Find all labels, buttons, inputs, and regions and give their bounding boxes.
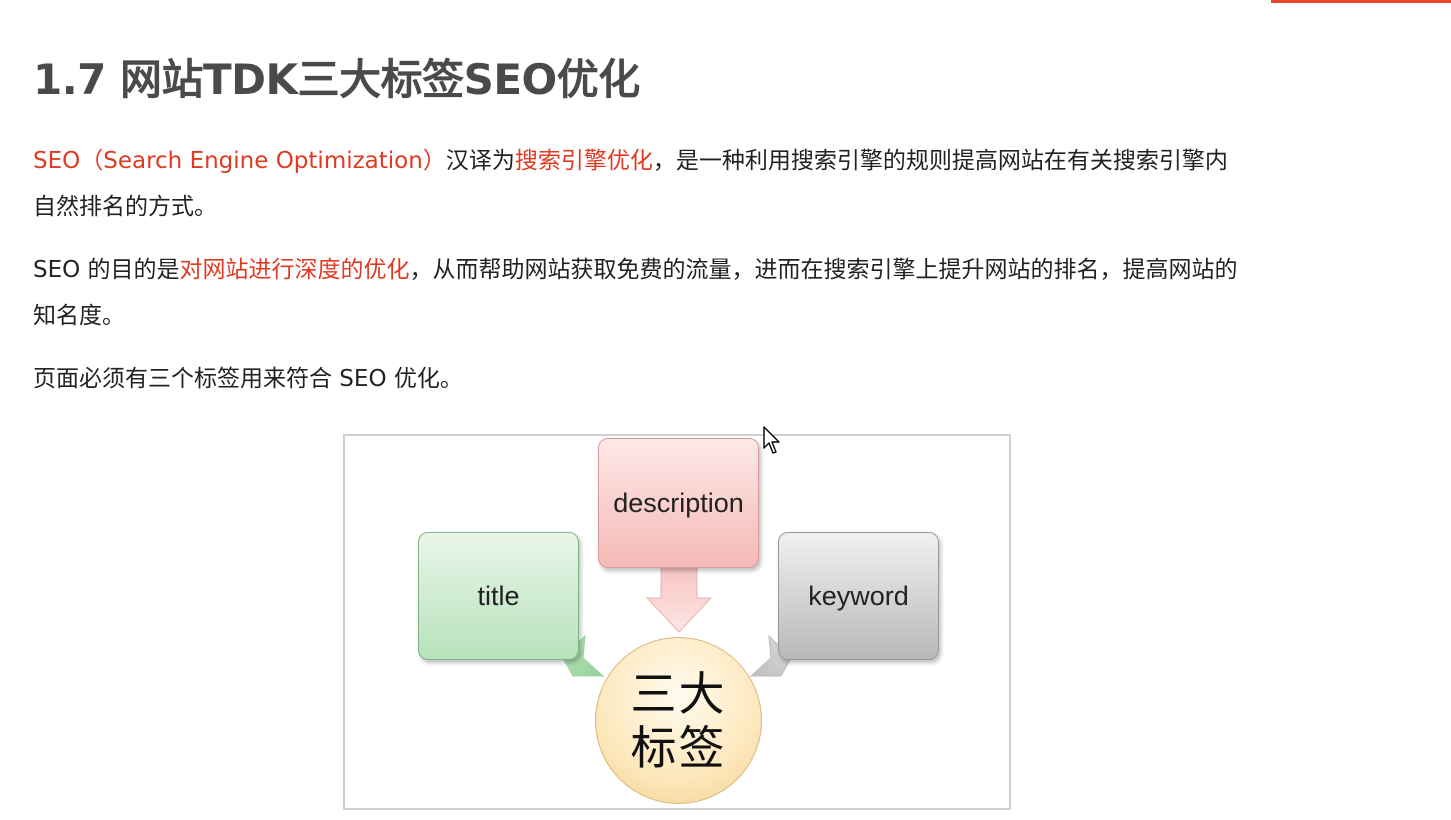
paragraph-seo-purpose: SEO 的目的是对网站进行深度的优化，从而帮助网站获取免费的流量，进而在搜索引擎… (33, 247, 1243, 339)
arrow-keyword-to-center (749, 634, 792, 677)
paragraph3-text1: 页面必须有三个标签用来符合 SEO 优化。 (33, 366, 463, 392)
arrow-description-down (645, 565, 713, 633)
three-tags-circle: 三大标签 (595, 637, 762, 804)
paragraph2-text1: SEO 的目的是 (33, 257, 180, 283)
tdk-diagram: description title keyword 三大标签 (343, 434, 1011, 810)
paragraph-seo-definition: SEO（Search Engine Optimization）汉译为搜索引擎优化… (33, 138, 1243, 230)
seo-term: SEO（Search Engine Optimization） (33, 148, 446, 174)
arrow-title-to-center (562, 634, 605, 677)
description-tag-box: description (598, 438, 759, 568)
deep-optimization-term: 对网站进行深度的优化 (179, 257, 410, 283)
mouse-cursor-icon (763, 426, 780, 454)
paragraph-three-tags: 页面必须有三个标签用来符合 SEO 优化。 (33, 356, 1243, 402)
paragraph2-text2: ，从而帮助网站获取免费的流量，进而在搜索引擎上提升网站的排名，提高网站的知名度。 (33, 257, 1238, 329)
diagram-arrows (562, 565, 792, 677)
keyword-tag-box: keyword (778, 532, 939, 660)
paragraph1-text2: ，是一种利用搜索引擎的规则提高网站在有关搜索引擎内自然排名的方式。 (33, 148, 1228, 220)
search-engine-optimization-term: 搜索引擎优化 (514, 148, 653, 174)
title-tag-box: title (418, 532, 579, 660)
paragraph1-text1: 汉译为 (445, 148, 515, 174)
three-tags-label: 三大标签 (630, 666, 727, 775)
slide-title: 1.7 网站TDK三大标签SEO优化 (33, 55, 640, 104)
top-accent-bar (1271, 0, 1451, 3)
